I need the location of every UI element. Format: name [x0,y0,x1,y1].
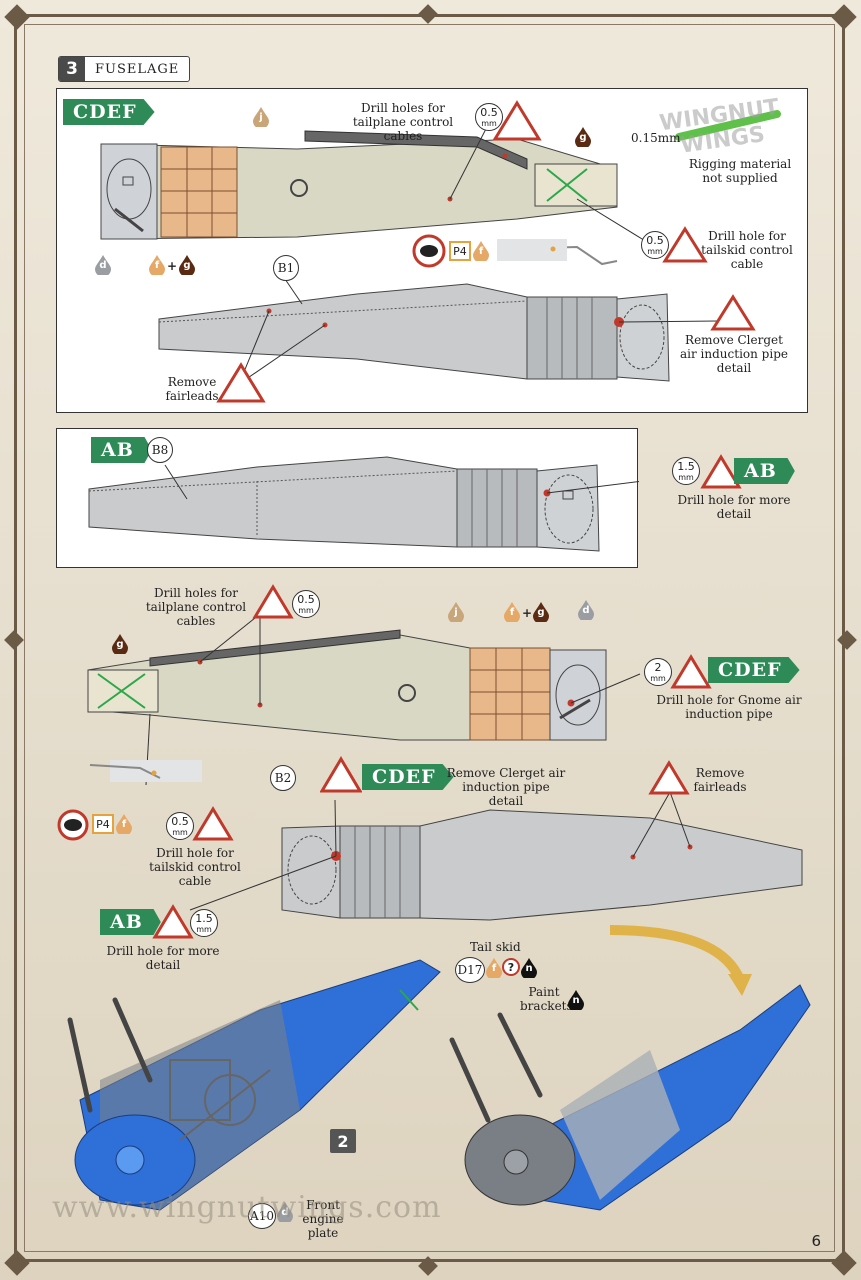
part-ref-b8: B8 [147,437,173,463]
remove-clerget-note: Remove Clerget air induction pipe detail [680,333,788,375]
paint-d-icon: d [95,255,111,277]
tag-ab: AB [91,437,152,463]
page-frame-inner [24,24,835,1252]
page-number: 6 [811,1232,821,1250]
paint-n-icon: n [521,958,537,980]
front-plate-label: Front engine plate [302,1198,344,1240]
step-ref-2: 2 [330,1129,356,1153]
warning-triangle-icon [320,756,362,793]
tag-cdef: CDEF [708,657,800,683]
rigging-size: 0.15mm [631,131,681,145]
step-title: FUSELAGE [95,61,180,77]
paint-f-icon: f [473,241,489,263]
drill-detail-note-2: Drill hole for more detail [106,944,220,972]
tag-cdef: CDEF [63,99,155,125]
warning-triangle-icon [670,654,712,689]
tailskid-note: Drill hole for tailskid control cable [701,229,793,271]
warning-triangle-icon [648,760,690,795]
plus-sign: + [167,259,178,273]
part-ref-b1: B1 [273,255,299,281]
step-number: 3 [59,57,85,81]
no-elephant-icon [57,809,89,841]
part-p4: P4 [449,241,471,261]
tailskid-note-2: Drill hole for tailskid control cable [149,846,241,888]
panel-cdef-left-side: CDEF j Drill holes for tailplane control… [56,88,808,413]
part-ref-a10: A10 [248,1203,276,1229]
drill-detail-note: Drill hole for more detail [677,493,791,521]
remove-clerget-note-2: Remove Clerget air induction pipe detail [446,766,566,808]
paint-f-icon: f [486,958,502,980]
drill-tailplane-note: Drill holes for tailplane control cables [352,101,454,143]
remove-fairleads-note: Remove fairleads [165,375,219,403]
plus-sign: + [522,606,533,620]
paint-f-icon: f [116,814,132,836]
part-ref-b2: B2 [270,765,296,791]
warning-triangle-icon [252,584,294,619]
paint-j-icon: j [253,107,269,129]
drill-tailplane-note-2: Drill holes for tailplane control cables [145,586,247,628]
tail-skid-label: Tail skid [470,940,521,954]
paint-d-icon: d [578,600,594,622]
paint-n-icon: n [568,990,584,1012]
paint-brackets-label: Paint brackets [520,985,573,1013]
paint-f-icon: f [504,602,520,624]
paint-g-icon: g [575,127,591,149]
warning-triangle-icon [152,904,194,939]
part-ref-d17: D17 [455,957,485,983]
paint-j-icon: j [448,602,464,624]
unknown-color-icon: ? [502,958,520,976]
rigging-note: Rigging material not supplied [688,157,792,185]
paint-d-icon: d [277,1202,293,1224]
part-p4: P4 [92,814,114,834]
fuselage-diagram-2 [88,456,639,552]
fuselage-diagram-1 [100,100,781,403]
site-watermark: www.wingnutwings.com [52,1190,442,1225]
warning-triangle-icon [700,454,742,489]
paint-f-icon: f [149,255,165,277]
tag-ab: AB [734,458,795,484]
paint-g-icon: g [112,634,128,656]
fuselage-diagram-3 [87,613,803,921]
remove-fairleads-note-2: Remove fairleads [693,766,747,794]
warning-triangle-icon [192,806,234,841]
assembly-diagram [67,925,811,1211]
gnome-note: Drill hole for Gnome air induction pipe [656,693,802,721]
paint-g-icon: g [179,255,195,277]
panel-ab-left-side: AB B8 [56,428,639,568]
tag-cdef: CDEF [362,764,454,790]
tag-ab: AB [100,909,161,935]
paint-g-icon: g [533,602,549,624]
step-header: 3 FUSELAGE [58,56,191,82]
